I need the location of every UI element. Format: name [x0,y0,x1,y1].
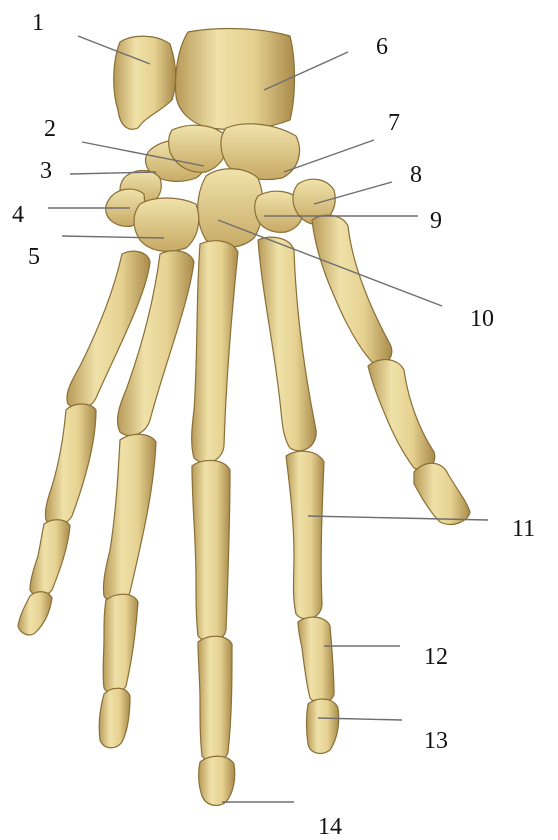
bones [18,29,470,806]
label-6: 6 [376,34,388,60]
digit-middle-finger [192,241,238,806]
proximal-phalanx-5 [45,404,96,525]
label-8: 8 [410,162,422,188]
middle-phalanx-4 [103,594,138,693]
digit-index-finger [258,237,339,753]
radius-distal-end [176,29,295,130]
label-1: 1 [32,10,44,36]
carpal-hamate-hook [134,198,199,251]
label-2: 2 [44,116,56,142]
label-13: 13 [424,728,448,754]
carpal-capitate [198,169,263,248]
label-11: 11 [512,516,535,542]
label-9: 9 [430,208,442,234]
metacarpal-1 [312,215,392,365]
carpal-bones [106,124,335,251]
distal-phalanx-4 [99,688,130,748]
distal-phalanx-5 [18,592,52,635]
distal-phalanx-1 [414,463,470,524]
middle-phalanx-5 [30,520,70,596]
proximal-phalanx-1 [368,360,435,470]
metacarpal-2 [258,237,316,451]
proximal-phalanx-3 [192,460,230,641]
label-14: 14 [318,814,342,840]
label-4: 4 [12,202,24,228]
label-5: 5 [28,244,40,270]
proximal-phalanx-4 [103,434,156,602]
label-12: 12 [424,644,448,670]
metacarpal-3 [192,241,238,463]
label-10: 10 [470,306,494,332]
label-3: 3 [40,158,52,184]
middle-phalanx-3 [198,636,232,761]
forearm-bones [114,29,295,130]
label-7: 7 [388,110,400,136]
proximal-phalanx-2 [286,451,324,619]
distal-phalanx-3 [199,756,235,805]
ulna-distal-end [114,36,176,129]
middle-phalanx-2 [298,617,334,703]
distal-phalanx-2 [307,699,339,753]
digit-thumb [312,215,470,524]
